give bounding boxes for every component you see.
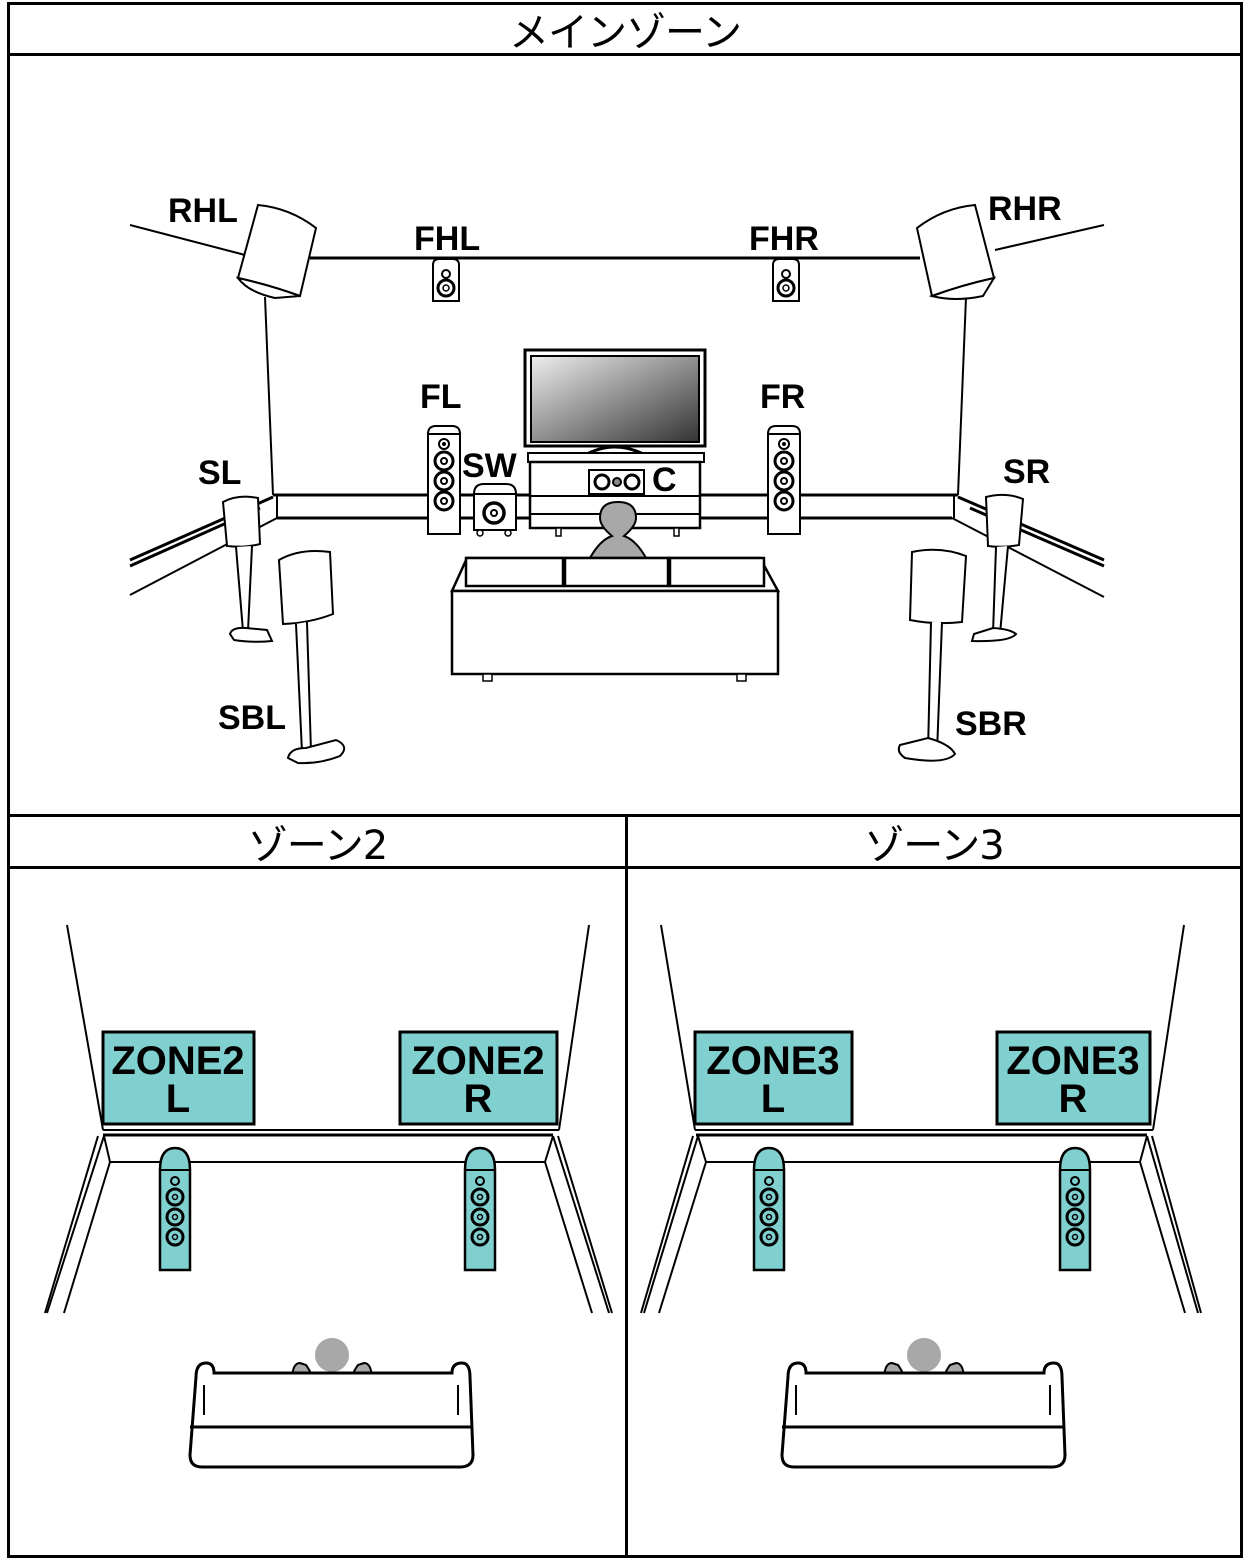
zone3-left-badge: ZONE3 L — [693, 1030, 854, 1126]
zone3-left-badge-line2: L — [761, 1077, 785, 1121]
zone2-left-speaker-icon — [158, 1146, 192, 1272]
tv-icon — [523, 348, 707, 458]
rhr-speaker-icon — [915, 203, 997, 300]
zone2-right-badge: ZONE2 R — [398, 1030, 559, 1126]
zone-column-divider — [625, 814, 628, 1558]
rhr-label: RHR — [988, 190, 1062, 228]
zone2-left-badge: ZONE2 L — [101, 1030, 256, 1126]
sr-speaker-icon — [970, 493, 1025, 643]
fr-label: FR — [760, 378, 805, 416]
zone2-left-badge-line1: ZONE2 — [111, 1039, 244, 1083]
zone2-right-speaker-icon — [463, 1146, 497, 1272]
main-zone-header: メインゾーン — [509, 10, 742, 56]
sbr-label: SBR — [955, 705, 1027, 743]
zone2-left-badge-line2: L — [166, 1077, 190, 1121]
fl-speaker-icon — [426, 424, 462, 536]
fhl-speaker-icon — [431, 257, 461, 303]
fl-label: FL — [420, 378, 462, 416]
main-sofa-icon — [450, 556, 781, 682]
c-label: C — [652, 461, 677, 499]
zone3-left-badge-line1: ZONE3 — [706, 1039, 839, 1083]
zone2-sofa-icon — [188, 1361, 475, 1469]
zone3-left-speaker-icon — [752, 1146, 786, 1272]
zone3-right-speaker-icon — [1058, 1146, 1092, 1272]
sbr-speaker-icon — [897, 548, 968, 762]
sl-label: SL — [198, 454, 241, 492]
zone3-right-badge: ZONE3 R — [995, 1030, 1152, 1126]
zone2-right-badge-line1: ZONE2 — [411, 1039, 544, 1083]
c-speaker-icon — [588, 469, 645, 495]
fhl-label: FHL — [414, 220, 480, 258]
fr-speaker-icon — [766, 424, 802, 536]
sw-speaker-icon — [473, 483, 517, 537]
sl-speaker-icon — [221, 495, 274, 643]
sbl-label: SBL — [218, 699, 286, 737]
sw-label: SW — [462, 447, 518, 485]
zone3-sofa-icon — [780, 1361, 1067, 1469]
zone3-header: ゾーン3 — [864, 823, 1004, 869]
rhl-label: RHL — [168, 192, 238, 230]
rhl-speaker-icon — [235, 203, 318, 300]
zone2-header: ゾーン2 — [247, 823, 388, 869]
main-header-divider — [7, 53, 1243, 56]
main-listener-icon — [588, 500, 648, 559]
zone3-right-badge-line1: ZONE3 — [1006, 1039, 1139, 1083]
fhr-speaker-icon — [771, 257, 801, 303]
sr-label: SR — [1003, 453, 1050, 491]
sbl-speaker-icon — [277, 550, 346, 765]
zone3-right-badge-line2: R — [1059, 1077, 1088, 1121]
zone2-right-badge-line2: R — [464, 1077, 493, 1121]
fhr-label: FHR — [749, 220, 819, 258]
